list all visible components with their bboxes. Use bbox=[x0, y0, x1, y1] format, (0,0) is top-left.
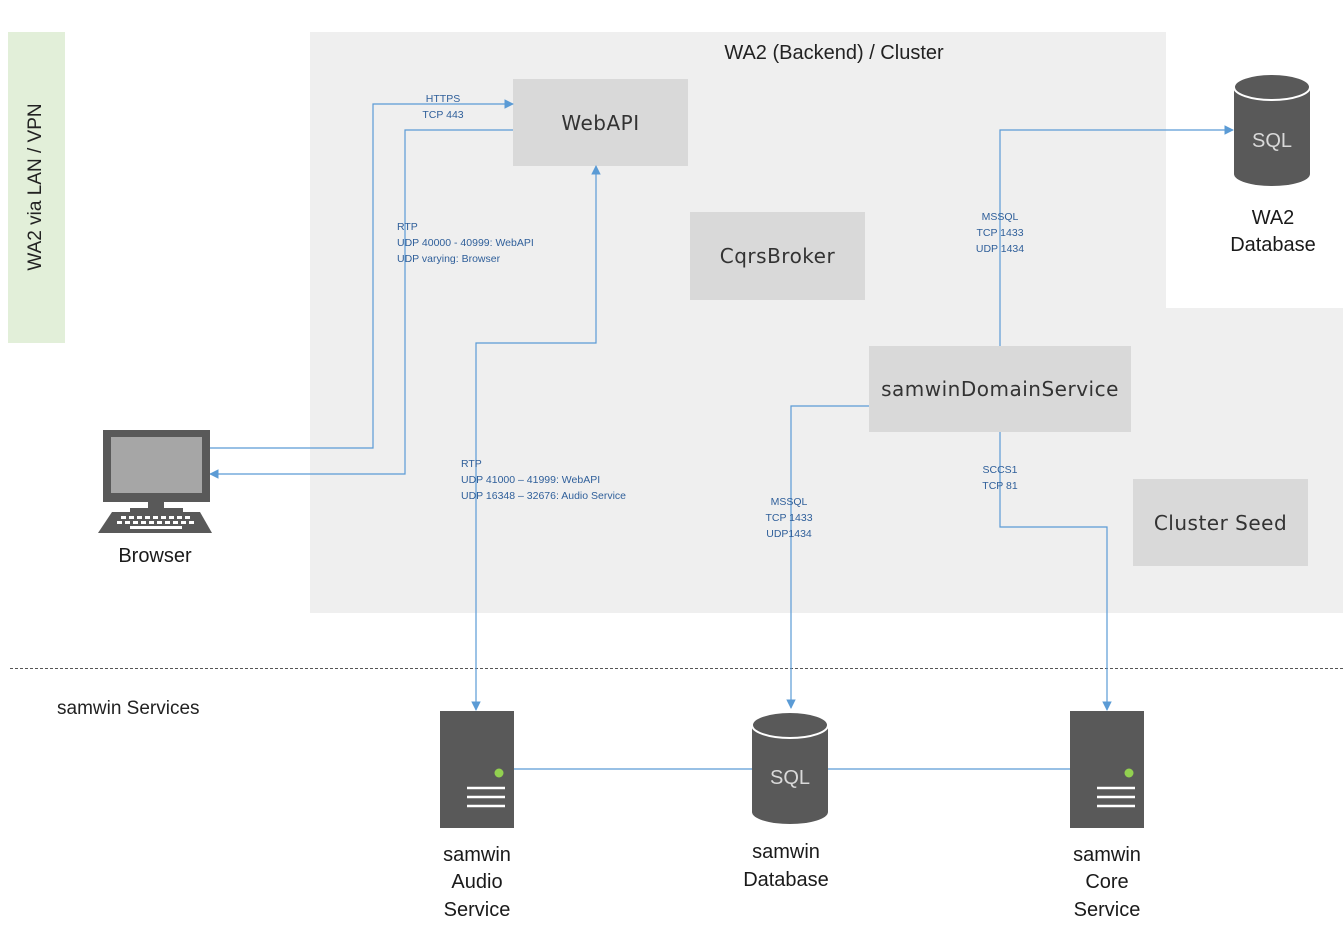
rtp-audio-label-line2: UDP 41000 – 41999: WebAPI bbox=[461, 474, 601, 486]
section-divider bbox=[10, 668, 1343, 669]
samwin-database-label-line2: Database bbox=[743, 869, 829, 891]
rtp-audio-connector bbox=[471, 165, 601, 711]
https-label-line2: TCP 443 bbox=[422, 109, 464, 121]
samwin-domain-service-box: samwinDomainService bbox=[869, 346, 1131, 432]
mssql-wa2-label-line1: MSSQL bbox=[981, 211, 1019, 223]
cluster-area bbox=[310, 32, 1166, 613]
mssql-wa2-label-line3: UDP 1434 bbox=[975, 243, 1025, 255]
browser-label: Browser bbox=[118, 545, 192, 567]
side-band bbox=[8, 32, 65, 343]
mssql-samwin-label-line1: MSSQL bbox=[770, 496, 808, 508]
mssql-samwin-connector bbox=[786, 405, 869, 709]
wa2-database-label-line1: WA2 bbox=[1251, 207, 1295, 229]
webapi-box: WebAPI bbox=[513, 79, 688, 166]
cluster-title: WA2 (Backend) / Cluster bbox=[724, 42, 944, 64]
rtp-audio-label-line3: UDP 16348 – 32676: Audio Service bbox=[461, 490, 627, 502]
audio-service-label-line2: Audio bbox=[451, 871, 503, 893]
rtp-audio-label-line1: RTP bbox=[461, 458, 482, 470]
audio-service-label-line1: samwin bbox=[443, 844, 511, 866]
core-service-label-line3: Service bbox=[1073, 899, 1141, 921]
mssql-samwin-label-line2: TCP 1433 bbox=[765, 512, 813, 524]
computer-icon bbox=[98, 430, 212, 533]
samwin-database-label-line1: samwin bbox=[752, 841, 820, 863]
sccs-connector bbox=[999, 432, 1112, 711]
mssql-wa2-label-line2: TCP 1433 bbox=[976, 227, 1024, 239]
https-label-line1: HTTPS bbox=[425, 93, 461, 105]
core-service-label-line1: samwin bbox=[1073, 844, 1141, 866]
core-server-icon bbox=[1070, 711, 1144, 828]
cluster-seed-box: Cluster Seed bbox=[1133, 479, 1308, 566]
core-service-label-line2: Core bbox=[1085, 871, 1129, 893]
cqrsbroker-box: CqrsBroker bbox=[690, 212, 865, 300]
samwin-db-sql-text: SQL bbox=[769, 767, 811, 789]
rtp-browser-connector bbox=[209, 129, 513, 479]
wa2-db-sql-text: SQL bbox=[1251, 130, 1293, 152]
sccs-label-line1: SCCS1 bbox=[982, 464, 1018, 476]
samwin-database-icon bbox=[751, 711, 829, 824]
sccs-label-line2: TCP 81 bbox=[982, 480, 1018, 492]
rtp-browser-label-line3: UDP varying: Browser bbox=[397, 253, 501, 265]
wa2-database-label-line2: Database bbox=[1230, 234, 1316, 256]
rtp-browser-label-line2: UDP 40000 - 40999: WebAPI bbox=[397, 237, 534, 249]
rtp-browser-label-line1: RTP bbox=[397, 221, 418, 233]
audio-server-icon bbox=[440, 711, 514, 828]
audio-service-label-line3: Service bbox=[443, 899, 511, 921]
mssql-samwin-label-line3: UDP1434 bbox=[766, 528, 812, 540]
mssql-wa2-connector bbox=[999, 125, 1234, 346]
section-label: samwin Services bbox=[57, 698, 200, 719]
wa2-database-icon bbox=[1233, 73, 1311, 186]
https-connector bbox=[210, 99, 514, 449]
